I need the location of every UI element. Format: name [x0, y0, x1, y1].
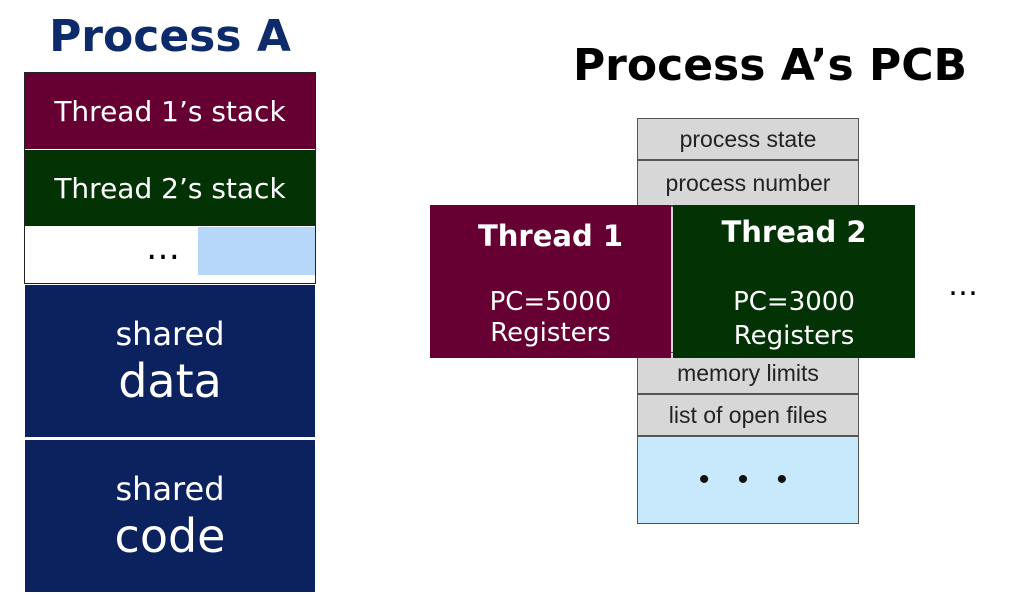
shared-code-label-big: code	[114, 509, 226, 563]
shared-code-block: shared code	[25, 440, 315, 592]
shared-data-block: shared data	[25, 285, 315, 437]
stack-gap-highlight	[198, 227, 315, 275]
thread2-registers: Registers	[733, 321, 855, 351]
shared-data-label-small: shared	[115, 315, 225, 353]
thread2-pc: PC=3000	[733, 287, 855, 317]
pcb-row-process-state: process state	[637, 118, 859, 160]
address-space-stack-frame	[24, 72, 316, 284]
stack-gap-ellipsis: …	[146, 228, 184, 268]
process-a-title: Process A	[49, 11, 291, 62]
pcb-row-process-number: process number	[637, 160, 859, 206]
pcb-row-open-files: list of open files	[637, 394, 859, 436]
shared-data-label-big: data	[118, 354, 222, 408]
thread2-stack: Thread 2’s stack	[25, 150, 315, 226]
pcb-row-memory-limits: memory limits	[637, 352, 859, 394]
more-threads-ellipsis: …	[948, 268, 982, 303]
thread2-title: Thread 2	[721, 215, 867, 249]
thread2-box: Thread 2 PC=3000 Registers	[673, 205, 915, 358]
thread1-registers: Registers	[490, 318, 611, 348]
thread1-pc: PC=5000	[489, 287, 612, 317]
pcb-title: Process A’s PCB	[572, 40, 968, 91]
thread1-box: Thread 1 PC=5000 Registers	[430, 205, 671, 358]
shared-code-label-small: shared	[115, 470, 225, 508]
thread1-stack: Thread 1’s stack	[25, 73, 315, 149]
thread1-title: Thread 1	[478, 219, 623, 253]
pcb-row-ellipsis: • • •	[637, 436, 859, 524]
